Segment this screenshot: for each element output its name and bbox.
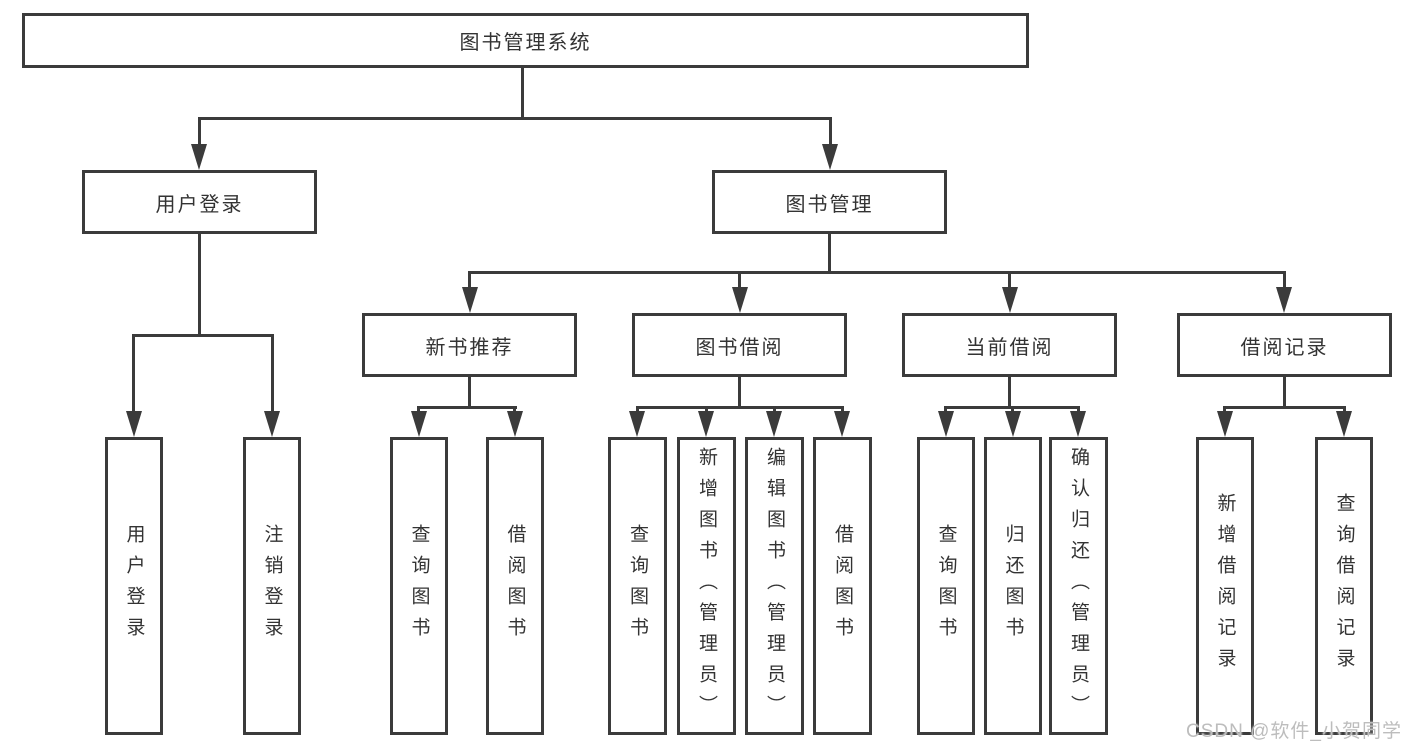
connector-line [132,334,135,416]
connector-line [417,406,517,409]
connector-line [468,271,471,293]
connector-line [132,334,274,337]
connector-line [1008,271,1011,293]
arrow-down-icon [1005,411,1021,437]
arrow-down-icon [1217,411,1233,437]
arrow-down-icon [1070,411,1086,437]
connector-line [828,234,831,272]
connector-line [829,117,832,149]
arrow-down-icon [698,411,714,437]
connector-line [1008,377,1011,407]
arrow-down-icon [766,411,782,437]
connector-line [738,377,741,407]
node-book-borrowing: 图书借阅 [632,313,847,377]
node-label: 新书推荐 [425,336,514,359]
connector-line [1283,377,1286,407]
node-label: 查询借阅记录 [1333,493,1355,679]
node-label: 用户登录 [155,193,244,216]
arrow-down-icon [1276,287,1292,313]
arrow-down-icon [1336,411,1352,437]
connector-line [636,406,844,409]
node-query-books-borrowing: 查询图书 [608,437,667,735]
arrow-down-icon [1002,287,1018,313]
node-label: 编辑图书（管理员） [764,446,785,726]
node-query-borrow-record: 查询借阅记录 [1315,437,1373,735]
node-label: 用户登录 [123,524,145,648]
node-label: 查询图书 [627,524,648,648]
node-confirm-return-admin: 确认归还（管理员） [1049,437,1108,735]
arrow-down-icon [938,411,954,437]
connector-line [1223,406,1345,409]
arrow-down-icon [264,411,280,437]
node-new-book-recommend: 新书推荐 [362,313,577,377]
node-label: 图书管理 [785,193,874,216]
node-label: 当前借阅 [965,336,1054,359]
arrow-down-icon [834,411,850,437]
node-label: 确认归还（管理员） [1068,446,1089,726]
connector-line [198,117,832,120]
node-label: 图书借阅 [695,336,784,359]
node-label: 查询图书 [935,524,957,648]
node-edit-books-admin: 编辑图书（管理员） [745,437,804,735]
node-add-books-admin: 新增图书（管理员） [677,437,736,735]
node-add-borrow-record: 新增借阅记录 [1196,437,1254,735]
node-borrow-records: 借阅记录 [1177,313,1392,377]
node-user-login-leaf: 用户登录 [105,437,163,735]
node-label: 归还图书 [1002,524,1024,648]
node-borrow-books-borrowing: 借阅图书 [813,437,872,735]
connector-line [271,334,274,416]
arrow-down-icon [126,411,142,437]
node-root-system: 图书管理系统 [22,13,1029,68]
node-label: 借阅图书 [832,524,853,648]
connector-line [738,271,741,293]
node-user-login: 用户登录 [82,170,317,234]
connector-line [198,117,201,149]
node-label: 新增图书（管理员） [696,446,717,726]
node-book-management: 图书管理 [712,170,947,234]
node-label: 借阅记录 [1240,336,1329,359]
arrow-down-icon [462,287,478,313]
node-borrow-books-recommend: 借阅图书 [486,437,544,735]
csdn-watermark: CSDN @软件_小贺同学 [1186,721,1402,742]
connector-line [468,271,1285,274]
node-label: 注销登录 [261,524,283,648]
node-query-books-recommend: 查询图书 [390,437,448,735]
node-label: 借阅图书 [504,524,526,648]
node-logout: 注销登录 [243,437,301,735]
node-label: 图书管理系统 [459,32,592,54]
arrow-down-icon [411,411,427,437]
arrow-down-icon [732,287,748,313]
node-current-borrowing: 当前借阅 [902,313,1117,377]
arrow-down-icon [507,411,523,437]
node-label: 查询图书 [408,524,430,648]
arrow-down-icon [191,144,207,170]
connector-line [468,377,471,407]
arrow-down-icon [629,411,645,437]
node-label: 新增借阅记录 [1214,493,1236,679]
node-query-books-current: 查询图书 [917,437,975,735]
connector-line [521,68,524,118]
connector-line [1283,271,1286,293]
node-return-books: 归还图书 [984,437,1042,735]
arrow-down-icon [822,144,838,170]
connector-line [198,234,201,335]
